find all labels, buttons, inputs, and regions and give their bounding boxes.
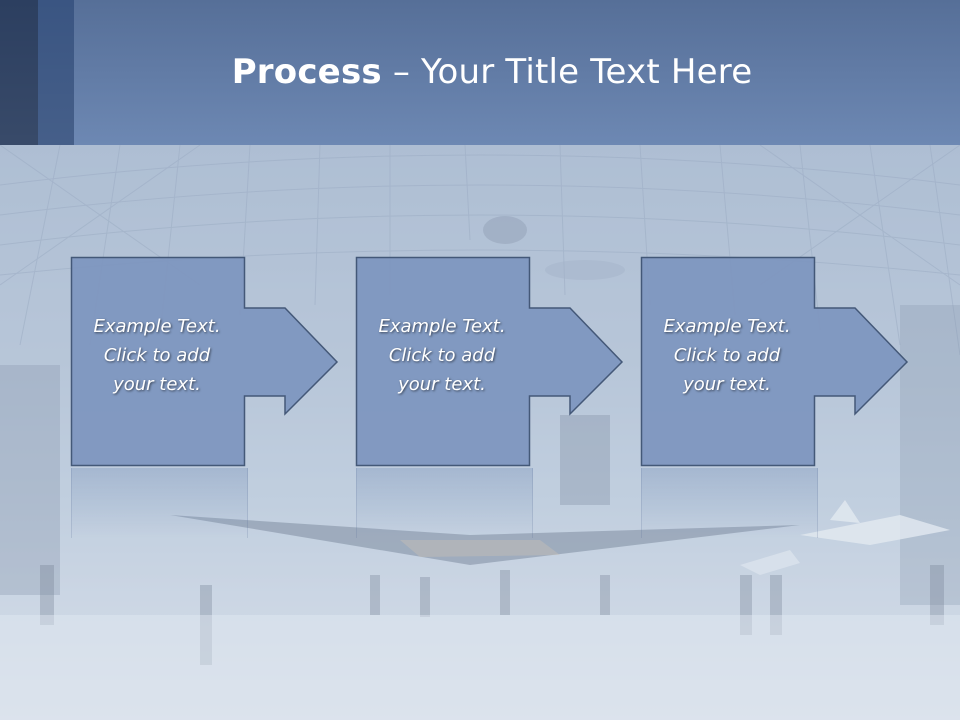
title-bar: Process – Your Title Text Here: [0, 0, 960, 145]
step-text: Example Text. Click to add your text.: [93, 316, 221, 395]
title-rest: – Your Title Text Here: [381, 52, 753, 92]
step-arrow-shape: [70, 256, 339, 467]
step-1-reflection: [71, 468, 248, 538]
accent-bar-dark: [0, 0, 38, 145]
process-step-2[interactable]: Example Text. Click to add your text.: [355, 256, 636, 467]
process-step-3[interactable]: Example Text. Click to add your text.: [640, 256, 921, 467]
accent-bar-mid: [38, 0, 74, 145]
step-text: Example Text. Click to add your text.: [378, 316, 506, 395]
step-arrow-shape: [640, 256, 909, 467]
title-bold: Process: [231, 52, 382, 92]
step-2-reflection: [356, 468, 533, 538]
step-arrow-shape: [355, 256, 624, 467]
step-3-reflection: [641, 468, 818, 538]
process-step-1[interactable]: Example Text. Click to add your text.: [70, 256, 351, 467]
slide-title[interactable]: Process – Your Title Text Here: [0, 52, 960, 92]
step-text: Example Text. Click to add your text.: [663, 316, 791, 395]
